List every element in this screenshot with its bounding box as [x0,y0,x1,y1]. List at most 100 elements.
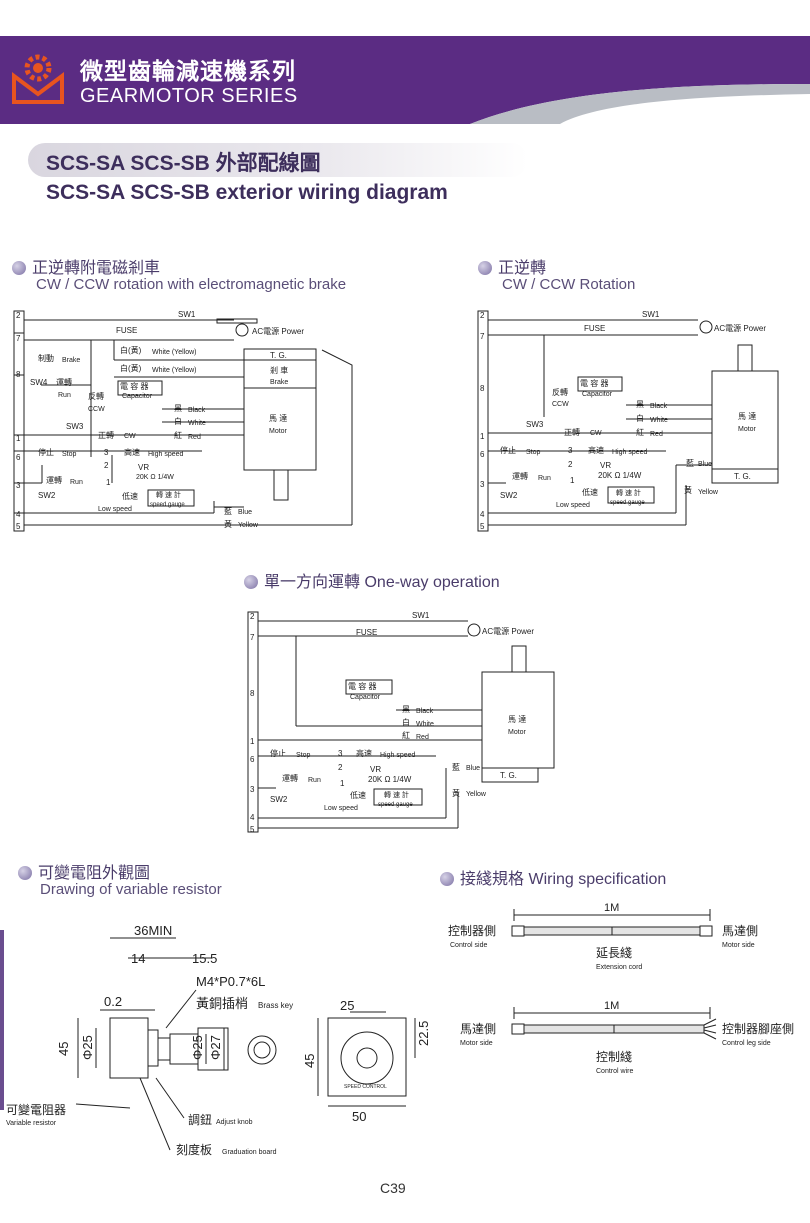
wiring-diagram-brake: 2 7 8 1 6 3 4 5 SW1 FUSE AC電源 Power 白(黃)… [12,305,372,545]
terminal-1: 1 [480,432,485,441]
section-resistor-heading: 可變電阻外觀圖 [18,859,150,883]
label-vr-en: Variable resistor [6,1120,57,1127]
label-brake-en: Brake [62,357,80,364]
bullet-icon [440,872,454,886]
label-ccw-en: CCW [88,406,105,413]
label-ac-power: AC電源 Power [252,327,304,336]
label-ctrl-side-zh: 控制器側 [448,924,496,938]
section-resistor-en: Drawing of variable resistor [40,881,222,898]
terminal-2: 2 [480,311,485,320]
label-brass-zh: 黃銅插梢 [196,996,248,1011]
section-rotation-en: CW / CCW Rotation [502,276,636,293]
label-low-en: Low speed [98,506,132,513]
dim-15-5: 15.5 [192,951,217,966]
label-white-en: White [650,417,668,424]
dim-thread: M4*P0.7*6L [196,974,265,989]
label-tg: T. G. [734,472,751,481]
label-yellow: 黃 [452,788,460,798]
label-num-3: 3 [568,446,573,455]
label-brass-en: Brass key [258,1001,293,1010]
label-run-zh: 運轉 [282,773,298,783]
label-run-zh: 運轉 [56,377,72,387]
label-leg-en: Control leg side [722,1040,771,1047]
label-black-en: Black [188,407,206,414]
label-stop-zh: 停止 [38,447,54,457]
label-vr-zh: 可變電阻器 [6,1102,66,1117]
label-low-en: Low speed [324,805,358,812]
label-plate-text: SPEED CONTROL [344,1084,387,1090]
label-ctrl-side-en: Control side [450,942,487,949]
label-motor-zh: 馬 達 [269,413,287,423]
section-resistor-zh: 可變電阻外觀圖 [38,865,151,882]
label-capacitor-zh: 電 容 器 [120,381,148,391]
label-sw3: SW3 [66,422,84,431]
terminal-1: 1 [16,434,21,443]
dim-50: 50 [352,1109,366,1124]
label-sw2: SW2 [270,795,288,804]
title-pill [28,143,528,177]
section-rotation-zh: 正逆轉 [498,260,547,277]
terminal-1: 1 [250,737,255,746]
label-stop-en: Stop [296,752,311,759]
label-vr: VR [370,765,381,774]
length-1m-a: 1M [604,902,619,914]
terminal-7: 7 [480,332,485,341]
label-white-yellow-en: White (Yellow) [152,349,196,356]
label-cw-en: CW [124,433,136,440]
label-blue-en: Blue [238,509,252,516]
terminal-5: 5 [250,825,255,834]
label-run-zh: 運轉 [512,471,528,481]
gear-logo-icon [12,54,64,104]
label-vr: VR [138,463,149,472]
label-motor-side2-zh: 馬達側 [460,1022,496,1036]
label-high-en: High speed [612,449,648,456]
label-capacitor-en: Capacitor [350,694,381,701]
label-white: 白 [402,717,410,727]
label-red-en: Red [188,434,201,441]
label-yellow-en: Yellow [466,791,487,798]
label-yellow: 黃 [684,485,692,495]
label-brake-box-zh: 剎 車 [270,365,288,375]
label-motor-zh: 馬 達 [508,714,526,724]
label-fuse: FUSE [116,326,137,335]
label-white: 白 [636,413,644,423]
terminal-3: 3 [16,481,21,490]
label-blue-en: Blue [698,461,712,468]
label-cw-zh: 正轉 [98,430,114,440]
label-extension-zh: 延長綫 [596,946,632,960]
section-brake-en: CW / CCW rotation with electromagnetic b… [36,276,347,293]
terminal-5: 5 [480,522,485,531]
label-ac-power: AC電源 Power [714,324,766,333]
section-wiring-en: Wiring specification [528,871,667,888]
section-wiring-zh: 接綫規格 [460,871,525,888]
label-tg: T. G. [270,351,287,360]
label-low-en: Low speed [556,502,590,509]
label-fuse: FUSE [356,628,377,637]
label-num-3: 3 [104,448,109,457]
label-high-zh: 高速 [124,447,140,457]
dim-0-2: 0.2 [104,994,122,1009]
label-white-yellow: 白(黃) [120,345,142,355]
label-ccw-zh: 反轉 [88,391,104,401]
terminal-8: 8 [480,384,485,393]
terminal-6: 6 [250,755,255,764]
label-sw1: SW1 [412,611,430,620]
label-low-zh: 低速 [350,790,366,800]
label-cw-zh: 正轉 [564,427,580,437]
label-blue: 藍 [686,458,694,468]
label-ccw-zh: 反轉 [552,387,568,397]
dim-phi27: Φ27 [208,1035,223,1060]
dim-phi25: Φ25 [80,1035,95,1060]
terminal-3: 3 [250,785,255,794]
label-ac-power: AC電源 Power [482,627,534,636]
label-brake-box-en: Brake [270,379,288,386]
label-num-2: 2 [568,460,573,469]
label-cw-en: CW [590,430,602,437]
label-sw4: SW4 [30,378,48,387]
label-run-en: Run [58,392,71,399]
dim-phi25-b: Φ25 [190,1035,205,1060]
label-black: 黑 [174,404,182,413]
label-gauge-en: speed gauge [150,502,185,508]
section-oneway-zh: 單一方向運轉 [264,574,361,591]
label-knob-zh: 調鈕 [188,1113,212,1127]
